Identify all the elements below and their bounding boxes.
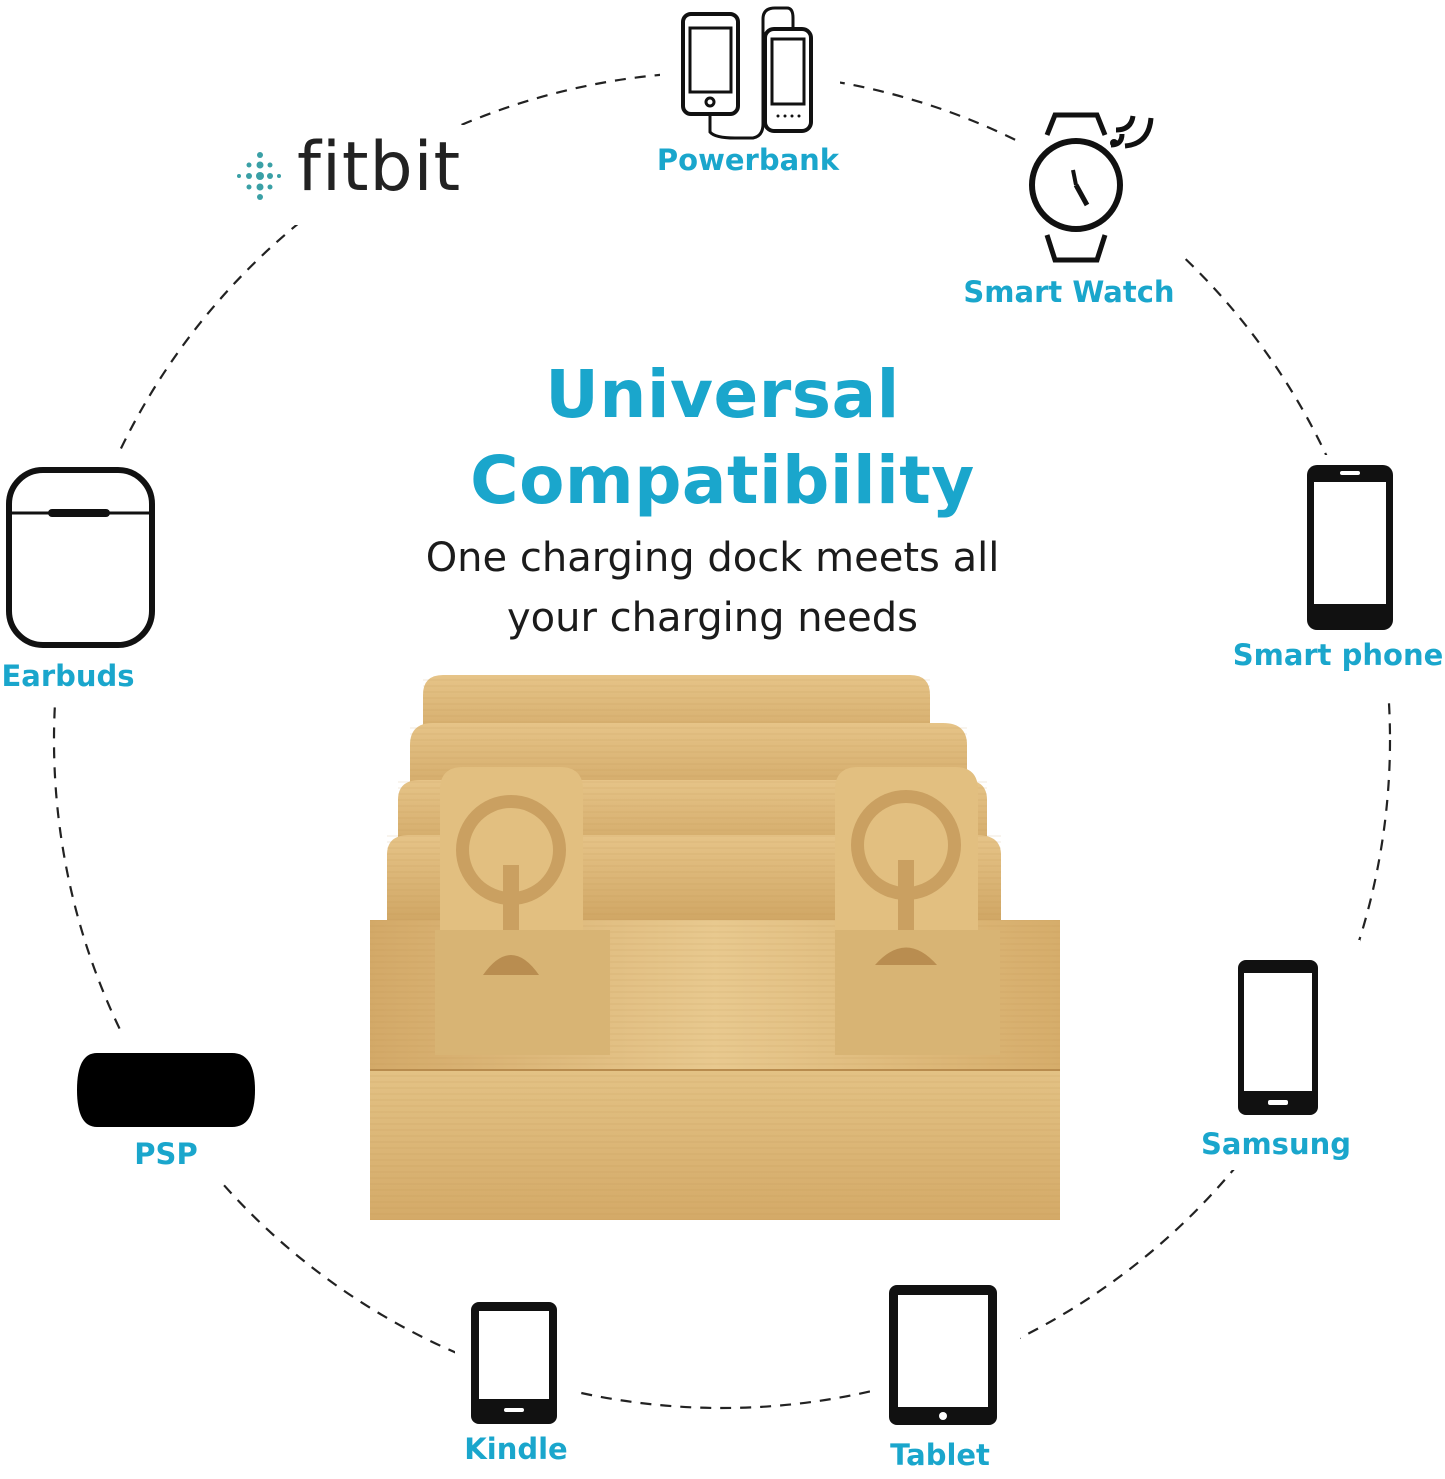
headline-line-1: Universal (545, 356, 900, 433)
fitbit-logo-text: fitbit (297, 128, 462, 207)
samsung-label: Samsung (1201, 1127, 1351, 1161)
earbuds-case-icon (6, 467, 155, 648)
smart-watch-label: Smart Watch (963, 275, 1175, 309)
earbuds-label: Earbuds (1, 659, 135, 693)
subheadline-line-1: One charging dock meets all (425, 535, 1000, 581)
smart-phone-icon (1307, 465, 1393, 630)
kindle-label: Kindle (464, 1432, 568, 1466)
samsung-phone-icon (1238, 960, 1318, 1115)
fitbit-dots-icon (237, 152, 281, 200)
psp-label: PSP (134, 1137, 198, 1171)
smart-phone-label: Smart phone (1232, 638, 1444, 672)
headline-line-2: Compatibility (470, 442, 975, 519)
kindle-icon (471, 1302, 557, 1424)
tablet-icon (889, 1285, 997, 1425)
tablet-label: Tablet (890, 1438, 990, 1472)
powerbank-icon (681, 6, 813, 140)
smart-watch-icon (1029, 112, 1154, 263)
psp-icon (77, 1053, 255, 1127)
subheadline-line-2: your charging needs (506, 595, 918, 641)
bamboo-charging-dock-illustration (370, 675, 1060, 1220)
powerbank-label: Powerbank (656, 143, 840, 177)
